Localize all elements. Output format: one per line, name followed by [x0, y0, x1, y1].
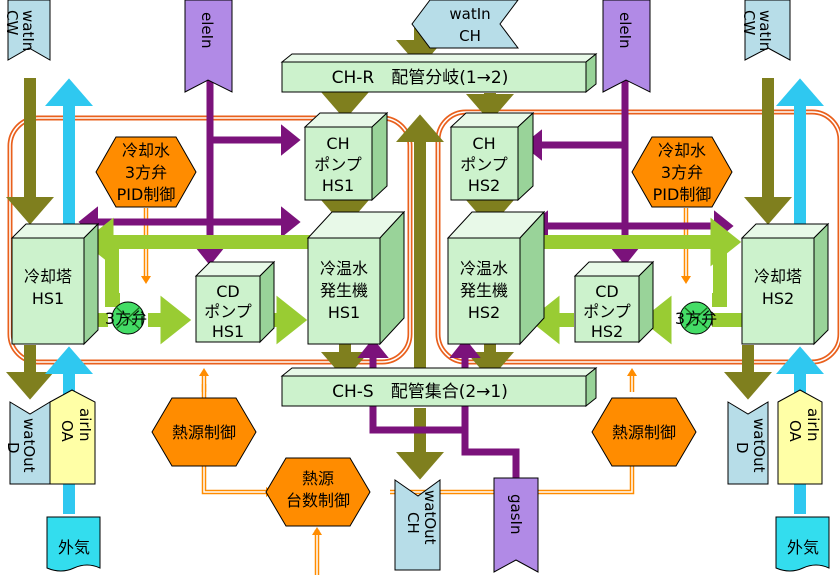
watout-ch-line1: watOut [421, 490, 439, 545]
ch-pump-hs2: CH ポンプ HS2 [449, 111, 535, 202]
watout-d-left-line1: watOut [20, 418, 38, 473]
cd-pump-hs2: CD ポンプ HS2 [573, 260, 655, 344]
generator-hs2-line3: HS2 [468, 303, 500, 322]
watin-ch-line2: CH [459, 27, 481, 45]
three-way-valve-hs2-label: 3方弁 [675, 309, 717, 328]
elein-left-label: eleIn [198, 12, 216, 49]
generator-hs1-line1: 冷温水 [320, 259, 368, 278]
generator-hs1: 冷温水 発生機 HS1 [306, 210, 406, 346]
ch-pump-hs2-line2: ポンプ [460, 155, 508, 174]
watin-cw-left-line2: CW [3, 10, 21, 35]
ch-pump-hs2-line3: HS2 [468, 176, 500, 195]
pid-hs2-line3: PID制御 [653, 185, 712, 204]
pid-hs1-line3: PID制御 [117, 185, 176, 204]
generator-hs2-line1: 冷温水 [460, 259, 508, 278]
watin-ch-line1: watIn [449, 5, 490, 23]
watout-d-right-line2: D [733, 442, 751, 454]
elein-right-label: eleIn [616, 12, 634, 49]
three-way-valve-hs2: 3方弁 [675, 301, 717, 335]
unit-count-control: 熱源 台数制御 [265, 457, 371, 527]
header-ch-s: CH-S 配管集合(2→1) [280, 366, 598, 408]
watin-cw-right-line2: CW [740, 10, 758, 35]
heat-source-control-left-label: 熱源制御 [172, 423, 236, 442]
airin-oa-right-line1: airIn [804, 408, 822, 441]
pid-hs2-line2: 3方弁 [661, 163, 703, 182]
watout-ch-line2: CH [404, 512, 422, 534]
generator-hs2-line2: 発生機 [460, 281, 508, 300]
cd-pump-hs1-line3: HS1 [212, 322, 244, 341]
heat-source-control-left: 熱源制御 [151, 397, 257, 467]
elein-right-tag: eleIn [602, 0, 651, 93]
watout-d-right-line1: watOut [750, 418, 768, 473]
cd-pump-hs1-line2: ポンプ [204, 302, 252, 321]
cooling-tower-hs1-line2: HS1 [32, 289, 64, 308]
header-ch-s-label: CH-S 配管集合(2→1) [332, 382, 508, 402]
pid-hs1-line1: 冷却水 [122, 141, 170, 160]
heat-source-control-right: 熱源制御 [591, 397, 697, 467]
watin-cw-left-line1: watIn [19, 10, 37, 51]
pid-hs2-line1: 冷却水 [658, 141, 706, 160]
cooling-tower-hs2: 冷却塔 HS2 [740, 222, 830, 346]
cd-pump-hs1-line1: CD [216, 282, 240, 301]
ch-pump-hs2-line1: CH [472, 134, 495, 153]
gasin-tag: gasIn [493, 477, 539, 573]
airin-oa-left-line1: airIn [76, 408, 94, 441]
gasin-label: gasIn [507, 494, 525, 534]
airin-oa-left-tag: airIn OA [49, 389, 96, 485]
ch-pump-hs1-line3: HS1 [322, 176, 354, 195]
cooling-tower-hs1-line1: 冷却塔 [24, 267, 72, 286]
ch-pump-hs1-line2: ポンプ [314, 155, 362, 174]
pid-hs1-line2: 3方弁 [125, 163, 167, 182]
header-ch-r-label: CH-R 配管分岐(1→2) [332, 68, 509, 88]
outside-air-right: 外気 [775, 516, 830, 572]
ch-pump-hs1-line1: CH [326, 134, 349, 153]
watout-d-right-tag: watOut D [727, 401, 769, 485]
system-frame-right [435, 109, 840, 365]
heat-source-control-right-label: 熱源制御 [612, 423, 676, 442]
watout-ch-tag: watOut CH [394, 479, 441, 571]
airin-oa-left-line2: OA [58, 420, 76, 443]
watout-d-left-line2: D [4, 442, 22, 454]
power-flows [78, 80, 734, 538]
generator-hs1-line3: HS1 [328, 303, 360, 322]
generator-hs1-line2: 発生機 [320, 281, 368, 300]
unit-count-control-line1: 熱源 [302, 469, 334, 488]
watin-cw-right-tag: watIn CW [740, 0, 791, 61]
cd-pump-hs1: CD ポンプ HS1 [194, 260, 276, 344]
cd-pump-hs2-line3: HS2 [591, 322, 623, 341]
cooling-tower-hs1: 冷却塔 HS1 [10, 222, 100, 346]
outside-air-right-label: 外気 [787, 538, 819, 557]
watin-ch-tag: watIn CH [411, 0, 519, 49]
pid-controller-hs2: 冷却水 3方弁 PID制御 [631, 136, 733, 208]
ch-pump-hs1: CH ポンプ HS1 [303, 111, 389, 202]
three-way-valve-hs1: 3方弁 [105, 301, 147, 335]
cd-pump-hs2-line2: ポンプ [583, 302, 631, 321]
cooling-tower-hs2-line2: HS2 [762, 289, 794, 308]
three-way-valve-hs1-label: 3方弁 [105, 309, 147, 328]
watin-cw-right-line1: watIn [756, 10, 774, 51]
generator-hs2: 冷温水 発生機 HS2 [446, 210, 546, 346]
cd-pump-hs2-line1: CD [595, 282, 619, 301]
unit-count-control-line2: 台数制御 [286, 491, 350, 510]
watin-cw-left-tag: watIn CW [3, 0, 51, 61]
cooling-tower-hs2-line1: 冷却塔 [754, 267, 802, 286]
condenser-water-flows [82, 217, 745, 345]
outside-air-left: 外気 [46, 516, 101, 572]
elein-left-tag: eleIn [184, 0, 233, 93]
airin-oa-right-line2: OA [786, 420, 804, 443]
outside-air-left-label: 外気 [58, 538, 90, 557]
watout-d-left-tag: watOut D [4, 401, 51, 485]
airin-oa-right-tag: airIn OA [777, 389, 823, 485]
pid-controller-hs1: 冷却水 3方弁 PID制御 [95, 136, 197, 208]
header-ch-r: CH-R 配管分岐(1→2) [280, 52, 598, 94]
